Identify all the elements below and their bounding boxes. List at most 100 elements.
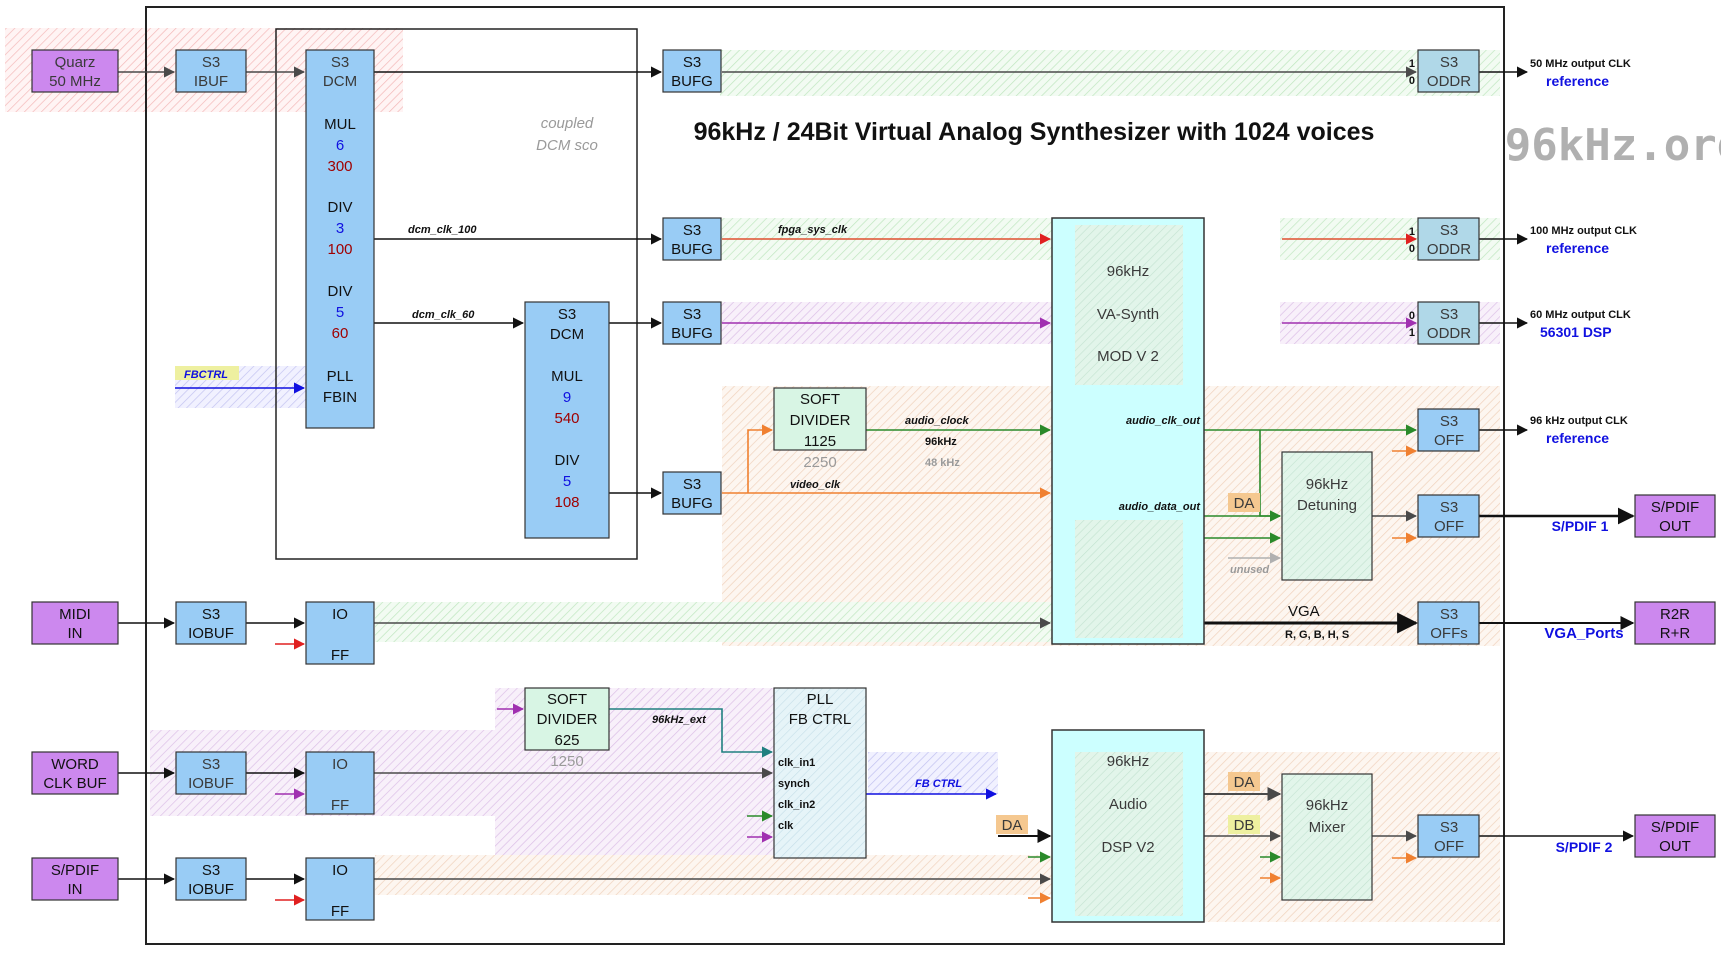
band-spdif-in — [375, 855, 1055, 895]
bufg-100-label: BUFG — [671, 241, 713, 258]
dcm1-div2-freq: 60 — [332, 325, 349, 342]
dcm2-div-label: DIV — [554, 452, 579, 469]
dcm1-fbin: FBIN — [323, 389, 357, 406]
va-synth-block: 96kHz VA-Synth MOD V 2 audio_clk_out aud… — [1051, 217, 1205, 645]
soft2-alt-value: 1250 — [550, 753, 583, 770]
label-96khz-ext: 96kHz_ext — [652, 714, 707, 726]
offs-vga: S3 OFFs — [1417, 601, 1480, 645]
io-ff-midi-io: IO — [332, 606, 348, 623]
bufg-108: S3 BUFG — [662, 471, 722, 515]
label-fbctrl: FBCTRL — [184, 369, 228, 381]
out-100mhz-label: 100 MHz output CLK — [1530, 225, 1637, 237]
soft-divider-625: SOFT DIVIDER 625 1250 — [524, 687, 610, 770]
off-spdif2-label: OFF — [1434, 838, 1464, 855]
label-fb-ctrl: FB CTRL — [915, 778, 962, 790]
off-spdif1-label: OFF — [1434, 518, 1464, 535]
pll-port-clk-in2: clk_in2 — [778, 799, 815, 811]
r2r-label: R2R — [1660, 606, 1690, 623]
label-video-clk: video_clk — [790, 479, 841, 491]
io-ff-midi: IO FF — [305, 601, 375, 665]
spdif-in-block: S/PDIF IN — [31, 857, 119, 901]
dcm1-mul-freq: 300 — [327, 158, 352, 175]
coupled-note-line2: DCM sco — [536, 137, 598, 154]
oddr-50-in1: 1 — [1409, 58, 1415, 70]
off-spdif2-s3: S3 — [1440, 819, 1458, 836]
dsp-version: DSP V2 — [1101, 839, 1154, 856]
bufg-60-label: BUFG — [671, 325, 713, 342]
band-50mhz — [720, 50, 1500, 96]
dcm1-s3: S3 — [331, 54, 349, 71]
ibuf-s3: S3 — [202, 54, 220, 71]
iobuf-midi-s3: S3 — [202, 606, 220, 623]
dcm1-div1-label: DIV — [327, 199, 352, 216]
spdif-out-2-sub: OUT — [1659, 838, 1691, 855]
out-spdif1-label: S/PDIF 1 — [1552, 518, 1609, 534]
out-50mhz-label: 50 MHz output CLK — [1530, 58, 1631, 70]
bufg-50-label: BUFG — [671, 73, 713, 90]
dcm1-div1-value: 3 — [336, 220, 344, 237]
tag-da-detune-bg — [1228, 493, 1260, 512]
output-labels: 50 MHz output CLK reference 100 MHz outp… — [1530, 58, 1637, 855]
soft2-value: 625 — [554, 732, 579, 749]
label-audio-48k: 48 kHz — [925, 457, 960, 469]
oddr-50-s3: S3 — [1440, 54, 1458, 71]
midi-in-label: IN — [68, 625, 83, 642]
detuning-block: 96kHz Detuning — [1281, 451, 1373, 581]
oddr-100-in0: 0 — [1409, 243, 1415, 255]
io-ff-spdif-io: IO — [332, 862, 348, 879]
s3-ibuf: S3 IBUF — [175, 49, 247, 93]
band-fb-ctrl — [868, 752, 998, 794]
soft1-soft: SOFT — [800, 391, 840, 408]
spdif-out-1-sub: OUT — [1659, 518, 1691, 535]
synth-port-audio-data-out: audio_data_out — [1119, 501, 1202, 513]
dcm1-mul-label: MUL — [324, 116, 356, 133]
off-96k: S3 OFF — [1417, 408, 1480, 452]
bufg-50: S3 BUFG — [662, 49, 722, 93]
midi-in-block: MIDI IN — [31, 601, 119, 645]
mixer-rate: 96kHz — [1306, 797, 1349, 814]
bufg-100: S3 BUFG — [662, 217, 722, 261]
quarz-block: Quarz 50 MHz — [31, 49, 119, 93]
bufg-50-s3: S3 — [683, 54, 701, 71]
synth-title: VA-Synth — [1097, 306, 1159, 323]
mixer-block: 96kHz Mixer — [1281, 773, 1373, 901]
oddr-50: S3 ODDR 1 0 — [1409, 49, 1480, 93]
tag-db-mixer-bg — [1228, 815, 1260, 834]
watermark-logo: 96kHz.org — [1505, 120, 1721, 171]
dcm2-mul-value: 9 — [563, 389, 571, 406]
bufg-108-s3: S3 — [683, 476, 701, 493]
dcm1-div2-value: 5 — [336, 304, 344, 321]
signal-labels: dcm_clk_100 dcm_clk_60 fpga_sys_clk FBCT… — [184, 224, 1349, 790]
dcm2-mul-freq: 540 — [554, 410, 579, 427]
pll-port-synch: synch — [778, 778, 810, 790]
soft1-value: 1125 — [804, 433, 836, 450]
oddr-50-in0: 0 — [1409, 75, 1415, 87]
audio-dsp-block: 96kHz Audio DSP V2 — [1051, 729, 1205, 923]
s3-iobuf-spdif: S3 IOBUF — [175, 857, 247, 901]
label-dcm-clk-60: dcm_clk_60 — [412, 309, 475, 321]
spdif-out-1-label: S/PDIF — [1651, 499, 1699, 516]
diagram-title: 96kHz / 24Bit Virtual Analog Synthesizer… — [694, 118, 1375, 146]
synth-port-audio-clk-out: audio_clk_out — [1126, 415, 1201, 427]
dcm1-div2-label: DIV — [327, 283, 352, 300]
io-ff-spdif-ff: FF — [331, 903, 349, 920]
mixer-title: Mixer — [1309, 819, 1346, 836]
oddr-100-label: ODDR — [1427, 241, 1471, 258]
pll-port-clk-in1: clk_in1 — [778, 757, 815, 769]
tag-fbctrl-bg — [175, 366, 239, 380]
r2r-sub: R+R — [1660, 625, 1691, 642]
label-audio-clock: audio_clock — [905, 415, 969, 427]
oddr-60: S3 ODDR 0 1 — [1409, 301, 1480, 345]
iobuf-word-label: IOBUF — [188, 775, 234, 792]
pll-fb-title: FB CTRL — [789, 711, 852, 728]
dcm1-mul-value: 6 — [336, 137, 344, 154]
bufg-100-s3: S3 — [683, 222, 701, 239]
label-dcm-clk-100: dcm_clk_100 — [408, 224, 477, 236]
off-spdif1: S3 OFF — [1417, 494, 1480, 538]
offs-vga-s3: S3 — [1440, 606, 1458, 623]
synth-rate: 96kHz — [1107, 263, 1150, 280]
offs-vga-label: OFFs — [1430, 625, 1468, 642]
iobuf-word-s3: S3 — [202, 756, 220, 773]
word-label: WORD — [51, 756, 99, 773]
off-96k-label: OFF — [1434, 432, 1464, 449]
